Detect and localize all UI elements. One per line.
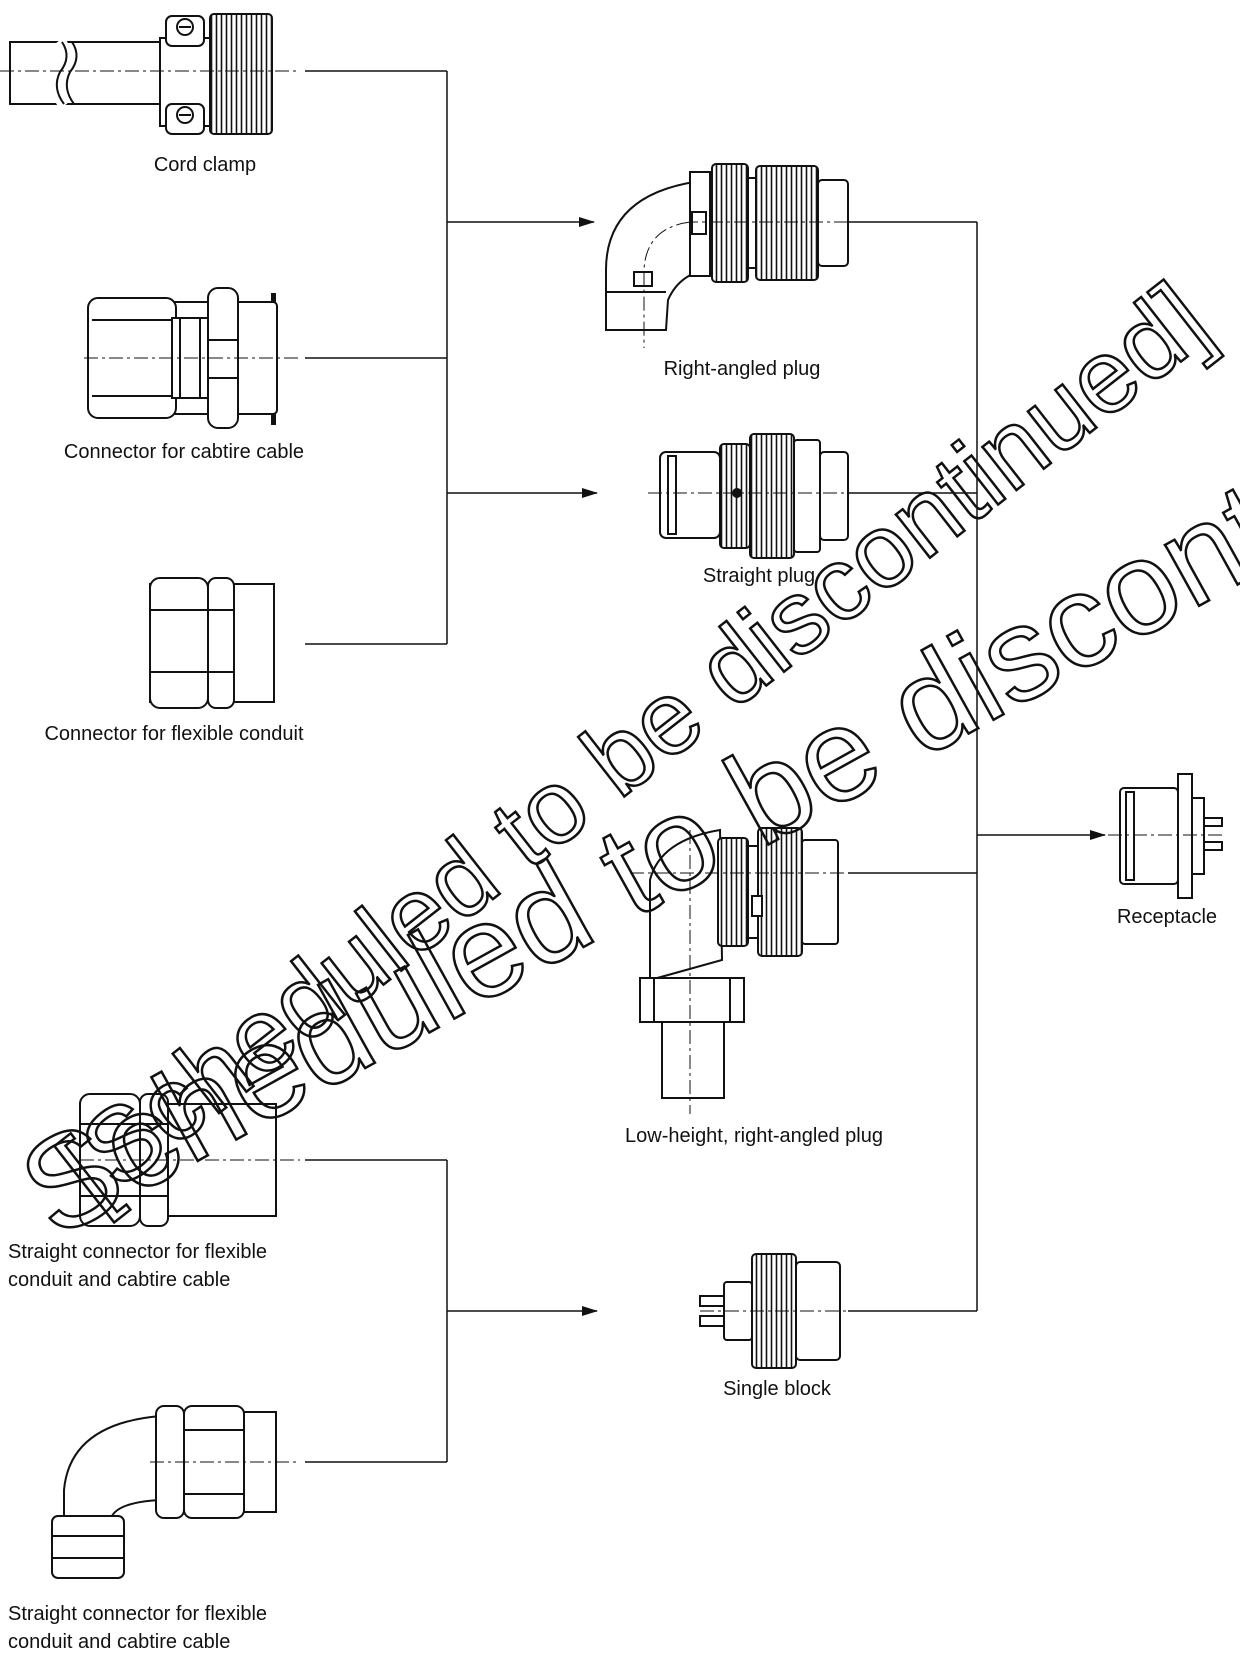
single-block-drawing — [699, 1253, 848, 1369]
straight-connector-2-label: Straight connector for flexible conduit … — [8, 1603, 268, 1653]
straight-connector-2-drawing — [51, 1405, 300, 1579]
straight-connector-1-label: Straight connector for flexible conduit … — [8, 1241, 268, 1291]
right-angled-plug-label: Right-angled plug — [663, 358, 821, 380]
receptacle-drawing — [1108, 773, 1223, 899]
right-angled-plug-drawing — [605, 163, 849, 348]
cabtire-connector-label: Connector for cabtire cable — [63, 441, 305, 463]
low-height-plug-label: Low-height, right-angled plug — [625, 1125, 883, 1147]
straight-plug-label: Straight plug — [702, 565, 816, 587]
receptacle-label: Receptacle — [1116, 906, 1218, 928]
connection-lines — [305, 70, 1106, 1463]
flexible-conduit-connector-drawing — [149, 577, 275, 709]
straight-plug-drawing — [648, 433, 849, 559]
cabtire-connector-drawing — [84, 287, 300, 429]
single-block-label: Single block — [723, 1378, 831, 1400]
cord-clamp-label: Cord clamp — [153, 154, 257, 176]
straight-connector-1-drawing — [79, 1093, 300, 1227]
low-height-plug-drawing — [630, 827, 848, 1114]
cord-clamp-drawing — [0, 13, 300, 135]
flexible-conduit-connector-label: Connector for flexible conduit — [44, 723, 304, 745]
